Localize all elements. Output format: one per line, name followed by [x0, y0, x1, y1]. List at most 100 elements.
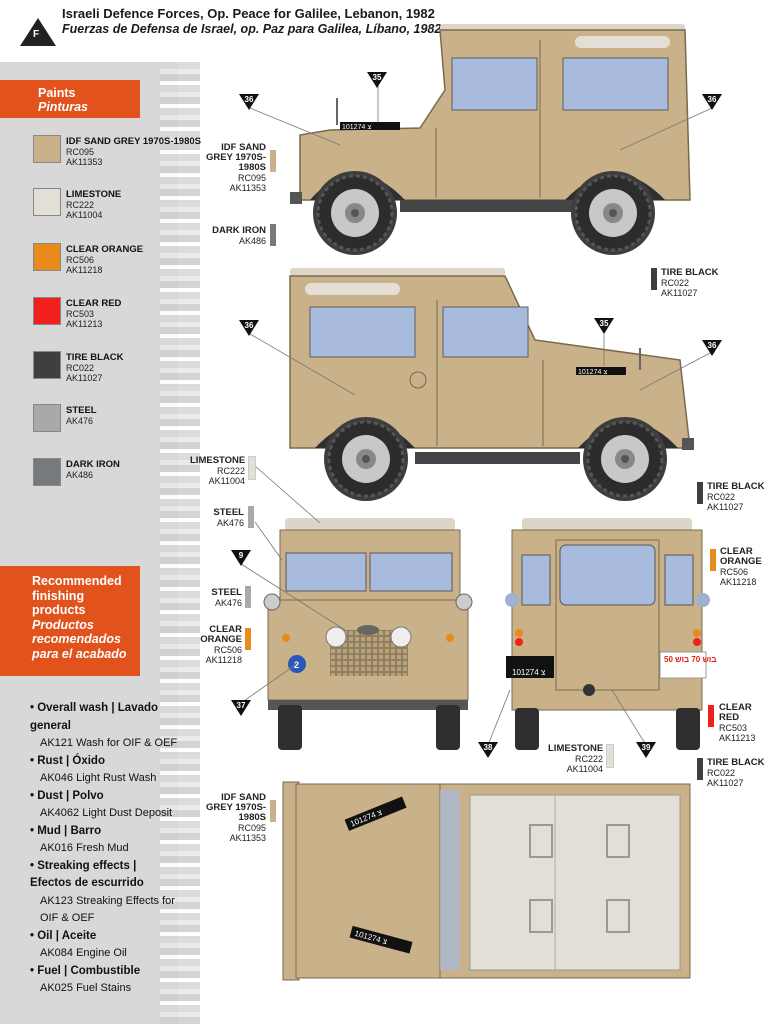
finishing-item-product: AK121 Wash for OIF & OEF	[40, 737, 178, 749]
paint-codes: RC022 AK11027	[66, 363, 103, 383]
paint-codes: RC506 AK11218	[66, 255, 103, 275]
paint-name: TIRE BLACK	[66, 352, 124, 363]
rear-plate: 101274 צ	[512, 668, 546, 677]
section-badge-letter: F	[33, 29, 40, 40]
unit-badge: 2	[294, 660, 299, 670]
paint-name: LIMESTONE	[66, 189, 122, 200]
finishing-item-title: • Overall wash | Lavado general	[30, 702, 159, 732]
rear-view: 101274 צ 50 בוש 70 בוש	[505, 518, 716, 750]
paint-codes: RC095 AK11353	[66, 147, 103, 167]
front-view: 2	[263, 518, 473, 750]
panel-torn-edge	[160, 62, 200, 1024]
recommended-title-es: Productos recomendados para el acabado	[32, 617, 127, 661]
callout-36-d: 36	[702, 340, 722, 356]
callout-swatch-sand-2	[270, 800, 276, 822]
paint-name: IDF SAND GREY 1970S-1980S	[66, 136, 201, 147]
callout-swatch-steel-2	[245, 586, 251, 608]
paints-title-es: Pinturas	[38, 100, 89, 114]
callout-36-b: 36	[702, 94, 722, 110]
paint-name: DARK IRON	[66, 459, 120, 470]
paint-name: STEEL	[66, 405, 97, 416]
paint-codes: AK486	[66, 470, 94, 480]
finishing-item-title: • Dust | Polvo	[30, 789, 104, 802]
side-view-right: 101274 צ	[289, 268, 694, 503]
recommended-title: Recommended finishing products	[32, 574, 122, 617]
paint-name: CLEAR RED	[66, 298, 122, 309]
finishing-item-title: • Fuel | Combustible	[30, 964, 141, 977]
recommended-header: Recommended finishing products Productos…	[0, 566, 140, 676]
paints-header: Paints Pinturas	[0, 80, 140, 118]
finishing-item-product: AK084 Engine Oil	[40, 947, 127, 959]
paint-swatch	[33, 297, 61, 325]
side-plate-2: 101274 צ	[578, 369, 607, 376]
callout-swatch-tire-2	[697, 482, 703, 504]
paint-swatch	[33, 458, 61, 486]
finishing-item-product: AK046 Light Rust Wash	[40, 772, 157, 784]
callout-swatch-orange-1	[245, 628, 251, 650]
callout-35-top: 35	[367, 72, 387, 88]
callout-38: 38	[478, 742, 498, 758]
top-view: 101274 צ 101274 צ	[282, 781, 691, 981]
finishing-item-title: • Rust | Óxido	[30, 754, 105, 767]
callout-swatch-orange-2	[710, 549, 716, 571]
callout-swatch-sand-1	[270, 150, 276, 172]
callout-swatch-steel-1	[248, 506, 254, 528]
callout-35-mid: 35	[594, 318, 614, 334]
callout-9: 9	[231, 550, 251, 566]
callout-37: 37	[231, 700, 251, 716]
callout-leader-lines	[240, 86, 713, 746]
callout-36-a: 36	[239, 94, 259, 110]
callout-swatch-limestone-2	[606, 744, 614, 768]
paint-codes: RC222 AK11004	[66, 200, 103, 220]
paint-swatch	[33, 243, 61, 271]
callout-swatch-tire-3	[697, 758, 703, 780]
vehicle-drawings: 101274 צ 101274 צ	[240, 24, 716, 981]
section-badge: F	[20, 18, 56, 46]
page-subtitle: Fuerzas de Defensa de Israel, op. Paz pa…	[62, 22, 442, 36]
finishing-item-product: AK016 Fresh Mud	[40, 842, 129, 854]
callout-swatch-tire-1	[651, 268, 657, 290]
callout-swatch-dark-iron	[270, 224, 276, 246]
paint-codes: AK476	[66, 416, 94, 426]
callout-39: 39	[636, 742, 656, 758]
left-panel	[0, 62, 178, 1024]
paint-swatch	[33, 188, 61, 216]
paint-codes: RC503 AK11213	[66, 309, 103, 329]
finishing-item-title: • Streaking effects | Efectos de escurri…	[30, 859, 144, 890]
paint-swatch	[33, 135, 61, 163]
paint-swatch	[33, 404, 61, 432]
callout-36-c: 36	[239, 320, 259, 336]
paint-swatch	[33, 351, 61, 379]
side-plate-1: 101274 צ	[342, 124, 371, 131]
finishing-item-product: AK025 Fuel Stains	[40, 982, 132, 994]
callout-swatch-limestone-1	[248, 456, 256, 480]
page-title: Israeli Defence Forces, Op. Peace for Ga…	[62, 6, 435, 21]
callout-swatch-red	[708, 705, 714, 727]
side-view-left: 101274 צ	[290, 24, 691, 257]
finishing-item-title: • Mud | Barro	[30, 824, 102, 837]
finishing-item-product: AK123 Streaking Effects for OIF & OEF	[40, 894, 175, 925]
rear-red-marking: 50 בוש 70 בוש	[664, 655, 716, 664]
paint-name: CLEAR ORANGE	[66, 244, 144, 255]
